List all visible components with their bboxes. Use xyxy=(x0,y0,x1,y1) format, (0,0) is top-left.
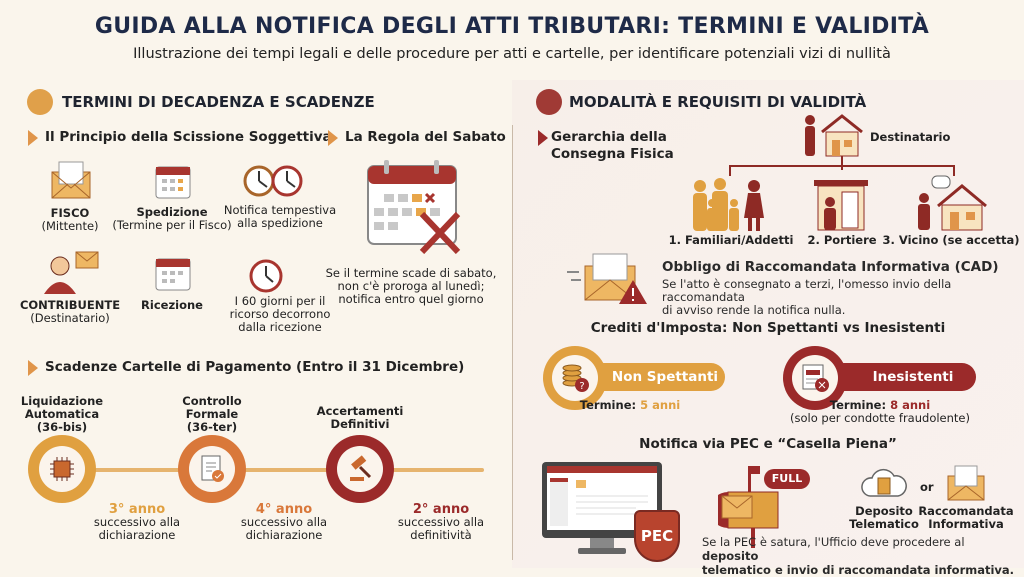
gerarchia-level-3: 3. Vicino (se accetta) xyxy=(882,233,1020,247)
computer-mail-icon xyxy=(542,462,662,554)
arrow-icon xyxy=(28,360,38,376)
cad-title: Obbligo di Raccomandata Informativa (CAD… xyxy=(662,259,999,275)
calendar-icon xyxy=(155,258,191,291)
sabato-text: Se il termine scade di sabato,non c'è pr… xyxy=(325,266,497,306)
section-dot-icon xyxy=(536,89,562,115)
timeline-node-3 xyxy=(326,435,394,503)
inesistenti-badge xyxy=(783,346,847,410)
envelope-icon xyxy=(51,161,91,199)
family-icon xyxy=(693,178,764,231)
timeline-node-2 xyxy=(178,435,246,503)
hierarchy-connector xyxy=(729,156,955,176)
section-heading-modalita: MODALITÀ E REQUISITI DI VALIDITÀ xyxy=(569,93,867,111)
contribuente-label: CONTRIBUENTE(Destinatario) xyxy=(19,298,121,325)
arrow-icon xyxy=(538,130,548,146)
arrow-icon xyxy=(328,130,338,146)
spedizione-label: Spedizione(Termine per il Fisco) xyxy=(112,205,232,232)
cad-text: Se l'atto è consegnato a terzi, l'omesso… xyxy=(662,277,952,317)
inesistenti-pill: Inesistenti xyxy=(830,363,976,391)
timeline-line xyxy=(60,468,484,472)
calendar-icon xyxy=(155,166,191,199)
timeline-node-1 xyxy=(28,435,96,503)
vicino-house-icon xyxy=(918,175,987,231)
cartelle-title: Scadenze Cartelle di Pagamento (Entro il… xyxy=(45,359,465,375)
pec-shield-icon: PEC xyxy=(634,510,680,562)
fisco-label: FISCO(Mittente) xyxy=(41,206,99,233)
page-subtitle: Illustrazione dei tempi legali e delle p… xyxy=(133,46,891,62)
gerarchia-level-1: 1. Familiari/Addetti xyxy=(668,233,794,247)
destinatario-house-icon xyxy=(805,114,863,157)
mailbox-icon xyxy=(718,466,779,548)
contribuente-person-icon xyxy=(44,251,99,294)
scissione-title: Il Principio della Scissione Soggettiva xyxy=(45,129,332,145)
sabato-title: La Regola del Sabato xyxy=(345,129,506,145)
envelope-warning-icon xyxy=(567,253,647,304)
svg-text:?: ? xyxy=(579,381,584,392)
gavel-icon xyxy=(350,455,372,481)
cloud-document-icon xyxy=(861,468,907,497)
crediti-title: Crediti d'Imposta: Non Spettanti vs Ines… xyxy=(590,320,946,336)
non-spettanti-badge: ? xyxy=(543,346,607,410)
section-divider xyxy=(512,125,513,560)
destinatario-label: Destinatario xyxy=(870,130,951,144)
page-title: GUIDA ALLA NOTIFICA DEGLI ATTI TRIBUTARI… xyxy=(94,14,930,39)
or-label: or xyxy=(920,480,934,494)
inesistenti-term: Termine: 8 anni(solo per condotte fraudo… xyxy=(790,398,970,425)
coins-question-icon: ? xyxy=(562,364,589,392)
non-spettanti-pill: Non Spettanti xyxy=(585,363,725,391)
non-spettanti-term: Termine: 5 anni xyxy=(579,398,681,412)
section-dot-icon xyxy=(27,89,53,115)
envelope-icon xyxy=(947,465,985,501)
document-fraud-icon xyxy=(802,364,829,392)
clock-icon xyxy=(249,259,283,293)
arrow-icon xyxy=(28,130,38,146)
pec-text: Se la PEC è satura, l'Ufficio deve proce… xyxy=(702,535,1015,577)
saturday-calendar-icon xyxy=(367,160,461,254)
portiere-icon xyxy=(814,180,868,231)
gerarchia-level-2: 2. Portiere xyxy=(807,233,877,247)
clocks-icon xyxy=(243,165,303,197)
chip-icon xyxy=(50,457,74,481)
pec-title: Notifica via PEC e “Casella Piena” xyxy=(639,436,897,452)
document-check-icon xyxy=(201,455,224,482)
section-heading-termini: TERMINI DI DECADENZA E SCADENZE xyxy=(62,93,375,111)
ricezione-label: Ricezione xyxy=(141,298,203,312)
full-badge: FULL xyxy=(764,469,810,489)
